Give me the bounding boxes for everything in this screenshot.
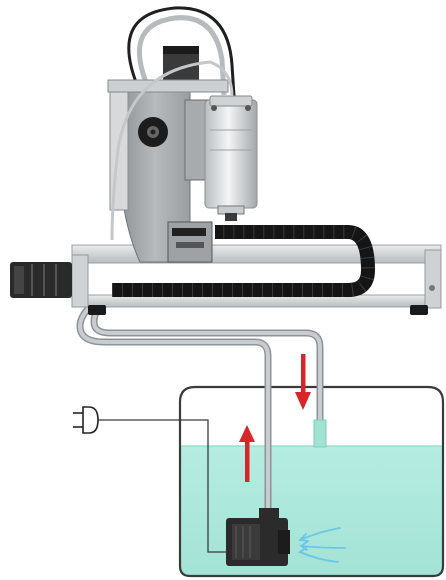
suction-arrowheads [298,533,309,556]
spindle-cable-loop-dark [127,6,236,97]
foot-left [88,305,106,315]
return-tube [90,296,324,424]
z-axis-motor-cap [163,46,199,54]
rail-bolt [429,285,435,291]
spindle-cable-loop [136,15,227,96]
supply-tube-fill [78,298,270,516]
spindle-collet [225,213,237,221]
cnc-machine [10,6,442,315]
tank-wall [178,385,445,578]
top-plate [107,79,229,93]
foot-right [410,305,428,315]
base-rail-top [71,244,442,264]
base-right-end [424,249,442,309]
coolant-port-out [245,105,251,111]
power-plug-icon [73,406,99,434]
suction-arrow-2 [300,545,346,549]
suction-arrows [298,527,346,563]
supply-flow-arrow-up [239,425,255,482]
return-tube-fill [92,298,322,422]
slider-slot [176,242,204,248]
pump-intake [278,530,290,554]
return-tube-outlet [313,419,327,448]
drag-chain [112,225,375,297]
submersible-pump [226,508,290,566]
flow-arrows [239,354,311,482]
coolant-port-in [211,105,217,111]
return-flow-arrow-down [295,354,311,410]
base-left-end [71,254,89,308]
suction-arrow-1 [299,527,341,541]
x-axis-motor-cap [14,266,24,294]
power-cord [73,406,226,553]
spindle-nose [217,205,245,215]
spindle-top-ring [209,95,253,107]
handwheel-icon [138,117,168,147]
spindle-housing [204,99,258,209]
power-cable [98,419,226,553]
slider-slot [172,228,206,236]
spindle-hose-to-chain [110,60,234,241]
